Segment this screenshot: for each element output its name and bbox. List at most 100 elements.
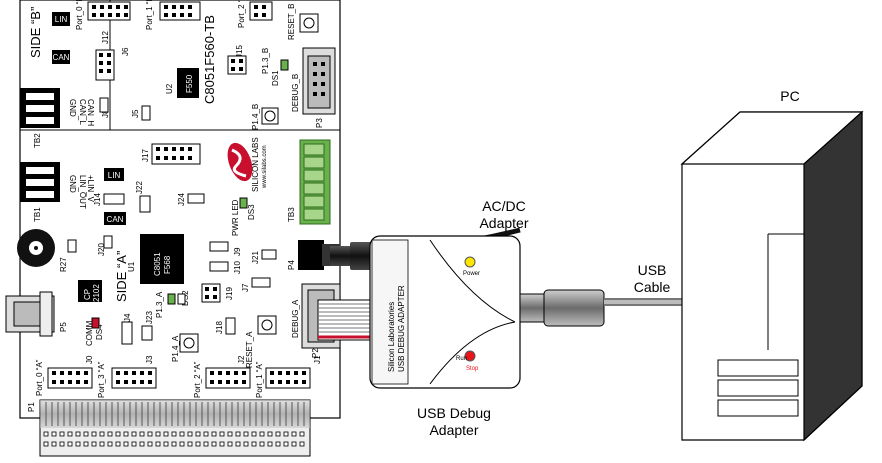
j10-header: [209, 261, 229, 272]
cp2102-chip: [78, 280, 102, 302]
reset-a-button-cap: [261, 319, 273, 331]
p4-label: P4: [287, 260, 296, 270]
lin-a-label: LIN: [108, 171, 121, 180]
power-led: [464, 256, 476, 268]
j12-header: [95, 49, 115, 81]
lin-b-label: LIN: [55, 15, 68, 24]
usb-cable-label-line2: Cable: [634, 279, 671, 295]
can-a-badge: [104, 212, 126, 225]
j8-label: J8: [101, 109, 110, 118]
p5-usb-connector: [5, 291, 55, 337]
stop-label: Stop: [466, 366, 479, 372]
ds3-label: DS3: [247, 204, 256, 220]
j21-label: J21: [251, 251, 260, 264]
r27-label: R27: [59, 257, 68, 272]
j7-label: J7: [241, 283, 250, 292]
silicon-labs-web: www.silabs.com: [262, 145, 268, 189]
gnd-a-label: GND: [68, 175, 77, 193]
debug-b-connector: [302, 47, 336, 115]
j15-label: J15: [235, 45, 244, 58]
gnd-b-label: GND: [68, 99, 77, 117]
j14-label: J14: [93, 193, 102, 206]
ds3-led: [239, 197, 248, 209]
p14-b-button-cap: [264, 110, 276, 122]
p13-a-label: P1.3_A: [155, 291, 164, 318]
u2-chip: [177, 68, 199, 98]
ds2-resistor: [177, 293, 186, 305]
j4-header: [121, 321, 133, 345]
usb-debug-label-line1: USB Debug: [417, 405, 491, 421]
ds1-label: DS1: [271, 70, 280, 86]
can-b-badge: [52, 50, 70, 64]
port0-b-label: Port_0 “B”: [75, 0, 84, 30]
j9-label: J9: [233, 247, 242, 256]
port3-a-label: Port_3 “A”: [97, 361, 106, 398]
pc-tower: [680, 110, 864, 442]
silicon-labs-logo: SILICON LABS www.silabs.com: [227, 137, 268, 192]
p1-edge-connector: [39, 399, 311, 457]
j5-label: J5: [131, 109, 140, 118]
p3-label: P3: [315, 118, 324, 128]
j19-header: [201, 283, 221, 303]
j1-header: [265, 367, 311, 389]
j1-label: J1: [313, 355, 322, 364]
u1-chip: [140, 234, 184, 284]
port0-a-label: Port_0 “A”: [35, 359, 44, 396]
j17-header: [151, 143, 201, 165]
j15-header: [227, 55, 247, 75]
j3-label: J3: [145, 355, 154, 364]
reset-b-label: RESET_B: [287, 4, 296, 40]
cp2102-line1: CP: [83, 289, 92, 300]
j24-header: [187, 193, 205, 204]
j23-header: [141, 325, 153, 341]
j22-header: [139, 195, 151, 213]
comm-label: COMM: [85, 320, 94, 346]
j17-label: J17: [141, 149, 150, 162]
run-label: Run: [456, 356, 467, 362]
j22-label: J22: [135, 181, 144, 194]
j19-label: J19: [225, 287, 234, 300]
lin-b-badge: [52, 12, 70, 26]
port2-a-label: Port_2 “A”: [193, 361, 202, 398]
j20-label: J20: [97, 243, 106, 256]
u1-label: U1: [127, 261, 136, 272]
can-h-label: CAN_H: [86, 99, 95, 126]
silicon-labs-text: SILICON LABS: [251, 137, 260, 192]
p1-label: P1: [27, 402, 36, 412]
j21-header: [261, 249, 277, 260]
j18-header: [225, 317, 236, 335]
pwr-led-label: PWR LED: [231, 199, 240, 236]
target-board: SIDE “B” LIN CAN Port_0 “B” Port_1 “B” P…: [5, 0, 341, 457]
usb-debug-label-line2: Adapter: [429, 422, 478, 438]
j24-label: J24: [177, 193, 186, 206]
tb3-label: TB3: [287, 207, 296, 222]
board-name: C8051F560-TB: [202, 15, 217, 104]
tb2-terminal: [20, 88, 60, 128]
reset-b-button-cap: [303, 17, 315, 29]
j2-header: [205, 367, 251, 389]
adapter-brand: Silicon Laboratories: [387, 302, 396, 372]
j18-label: J18: [215, 321, 224, 334]
p13-b-label: P1.3_B: [261, 48, 270, 74]
usb-cable-label-line1: USB: [638, 262, 667, 278]
j12-label: J12: [101, 31, 110, 44]
lin-v-label: +LIN_V: [86, 175, 95, 203]
can-l-label: CAN_L: [78, 99, 87, 125]
port1-b-label: Port_1 “B”: [145, 0, 154, 30]
tb2-label: TB2: [33, 133, 42, 148]
power-led-label: Power: [463, 271, 480, 277]
side-b-label: SIDE “B”: [28, 7, 43, 58]
j0-label: J0: [85, 355, 94, 364]
acdc-label-line2: Adapter: [479, 215, 528, 231]
acdc-label-line1: AC/DC: [482, 198, 526, 214]
j2-label: J2: [237, 355, 246, 364]
j23-label: J23: [145, 311, 154, 324]
j6-label: J6: [121, 47, 130, 56]
cp2102-line2: 2102: [92, 284, 101, 302]
j8-header: [99, 97, 109, 113]
j9-header: [209, 241, 229, 252]
debug-b-label: DEBUG_B: [291, 74, 300, 112]
u1-chip-line2: F568: [163, 255, 172, 274]
p14-a-label: P1.4_A: [171, 335, 180, 362]
